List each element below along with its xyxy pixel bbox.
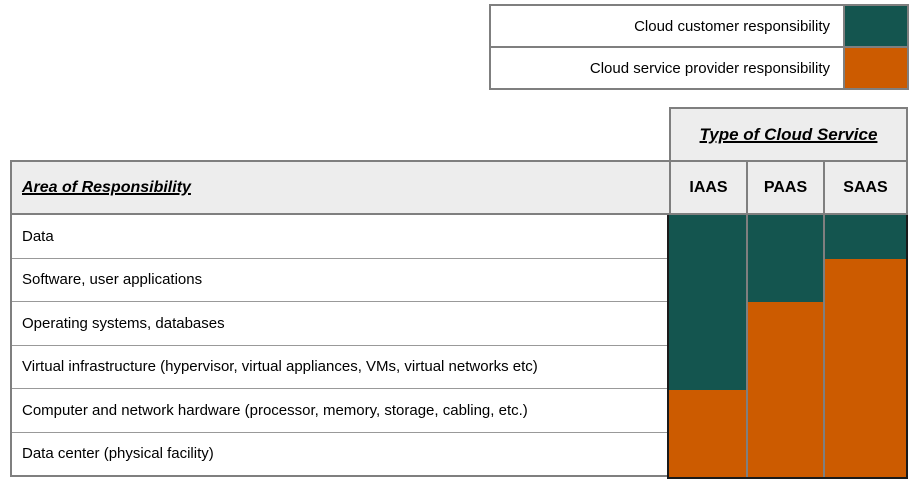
- cell-iaas-data: [669, 215, 746, 259]
- row-label-data: Data: [22, 227, 54, 245]
- provider-color-swatch: [843, 48, 907, 88]
- cell-paas-datacenter: [748, 433, 823, 478]
- cell-paas-virtual: [748, 346, 823, 390]
- legend-row-customer: Cloud customer responsibility: [491, 6, 907, 48]
- cell-paas-os: [748, 302, 823, 347]
- column-header-iaas: IAAS: [669, 162, 746, 213]
- cloud-service-group-title: Type of Cloud Service: [699, 124, 878, 144]
- cell-iaas-virtual: [669, 346, 746, 390]
- table-header-row: Area of Responsibility IAAS PAAS SAAS: [10, 160, 908, 215]
- row-label-hardware: Computer and network hardware (processor…: [22, 401, 528, 419]
- table-row: Virtual infrastructure (hypervisor, virt…: [12, 346, 669, 389]
- responsibility-matrix: [669, 215, 906, 478]
- cell-saas-data: [825, 215, 906, 259]
- row-label-data-center: Data center (physical facility): [22, 445, 214, 463]
- table-row: Data: [12, 215, 669, 259]
- row-label-column: Data Software, user applications Operati…: [10, 215, 669, 477]
- cell-paas-hardware: [748, 389, 823, 434]
- column-header-paas: PAAS: [746, 162, 823, 213]
- legend: Cloud customer responsibility Cloud serv…: [489, 4, 909, 90]
- cell-iaas-software: [669, 258, 746, 303]
- row-label-software: Software, user applications: [22, 271, 203, 289]
- cell-paas-data: [748, 215, 823, 259]
- cell-iaas-datacenter: [669, 433, 746, 478]
- iaas-column: [669, 215, 746, 478]
- cell-iaas-os: [669, 302, 746, 347]
- row-label-virtual-infrastructure: Virtual infrastructure (hypervisor, virt…: [22, 358, 538, 376]
- area-of-responsibility-title: Area of Responsibility: [22, 178, 191, 196]
- legend-label-customer: Cloud customer responsibility: [634, 17, 830, 35]
- column-header-saas: SAAS: [823, 162, 906, 213]
- cell-saas-datacenter: [825, 433, 906, 478]
- table-row: Computer and network hardware (processor…: [12, 389, 669, 433]
- cell-saas-hardware: [825, 389, 906, 434]
- area-of-responsibility-header: Area of Responsibility: [12, 162, 669, 213]
- table-row: Software, user applications: [12, 259, 669, 302]
- paas-column: [746, 215, 823, 478]
- table-row: Operating systems, databases: [12, 302, 669, 346]
- cell-paas-software: [748, 258, 823, 303]
- cloud-service-group-header: Type of Cloud Service: [669, 107, 908, 160]
- legend-label-provider: Cloud service provider responsibility: [589, 59, 830, 77]
- legend-row-provider: Cloud service provider responsibility: [491, 48, 907, 88]
- customer-color-swatch: [843, 6, 907, 46]
- cell-saas-software: [825, 258, 906, 303]
- table-row: Data center (physical facility): [12, 433, 669, 476]
- cell-iaas-hardware: [669, 389, 746, 434]
- row-label-operating-systems: Operating systems, databases: [22, 314, 225, 332]
- saas-column: [823, 215, 906, 478]
- cell-saas-os: [825, 302, 906, 347]
- cell-saas-virtual: [825, 346, 906, 390]
